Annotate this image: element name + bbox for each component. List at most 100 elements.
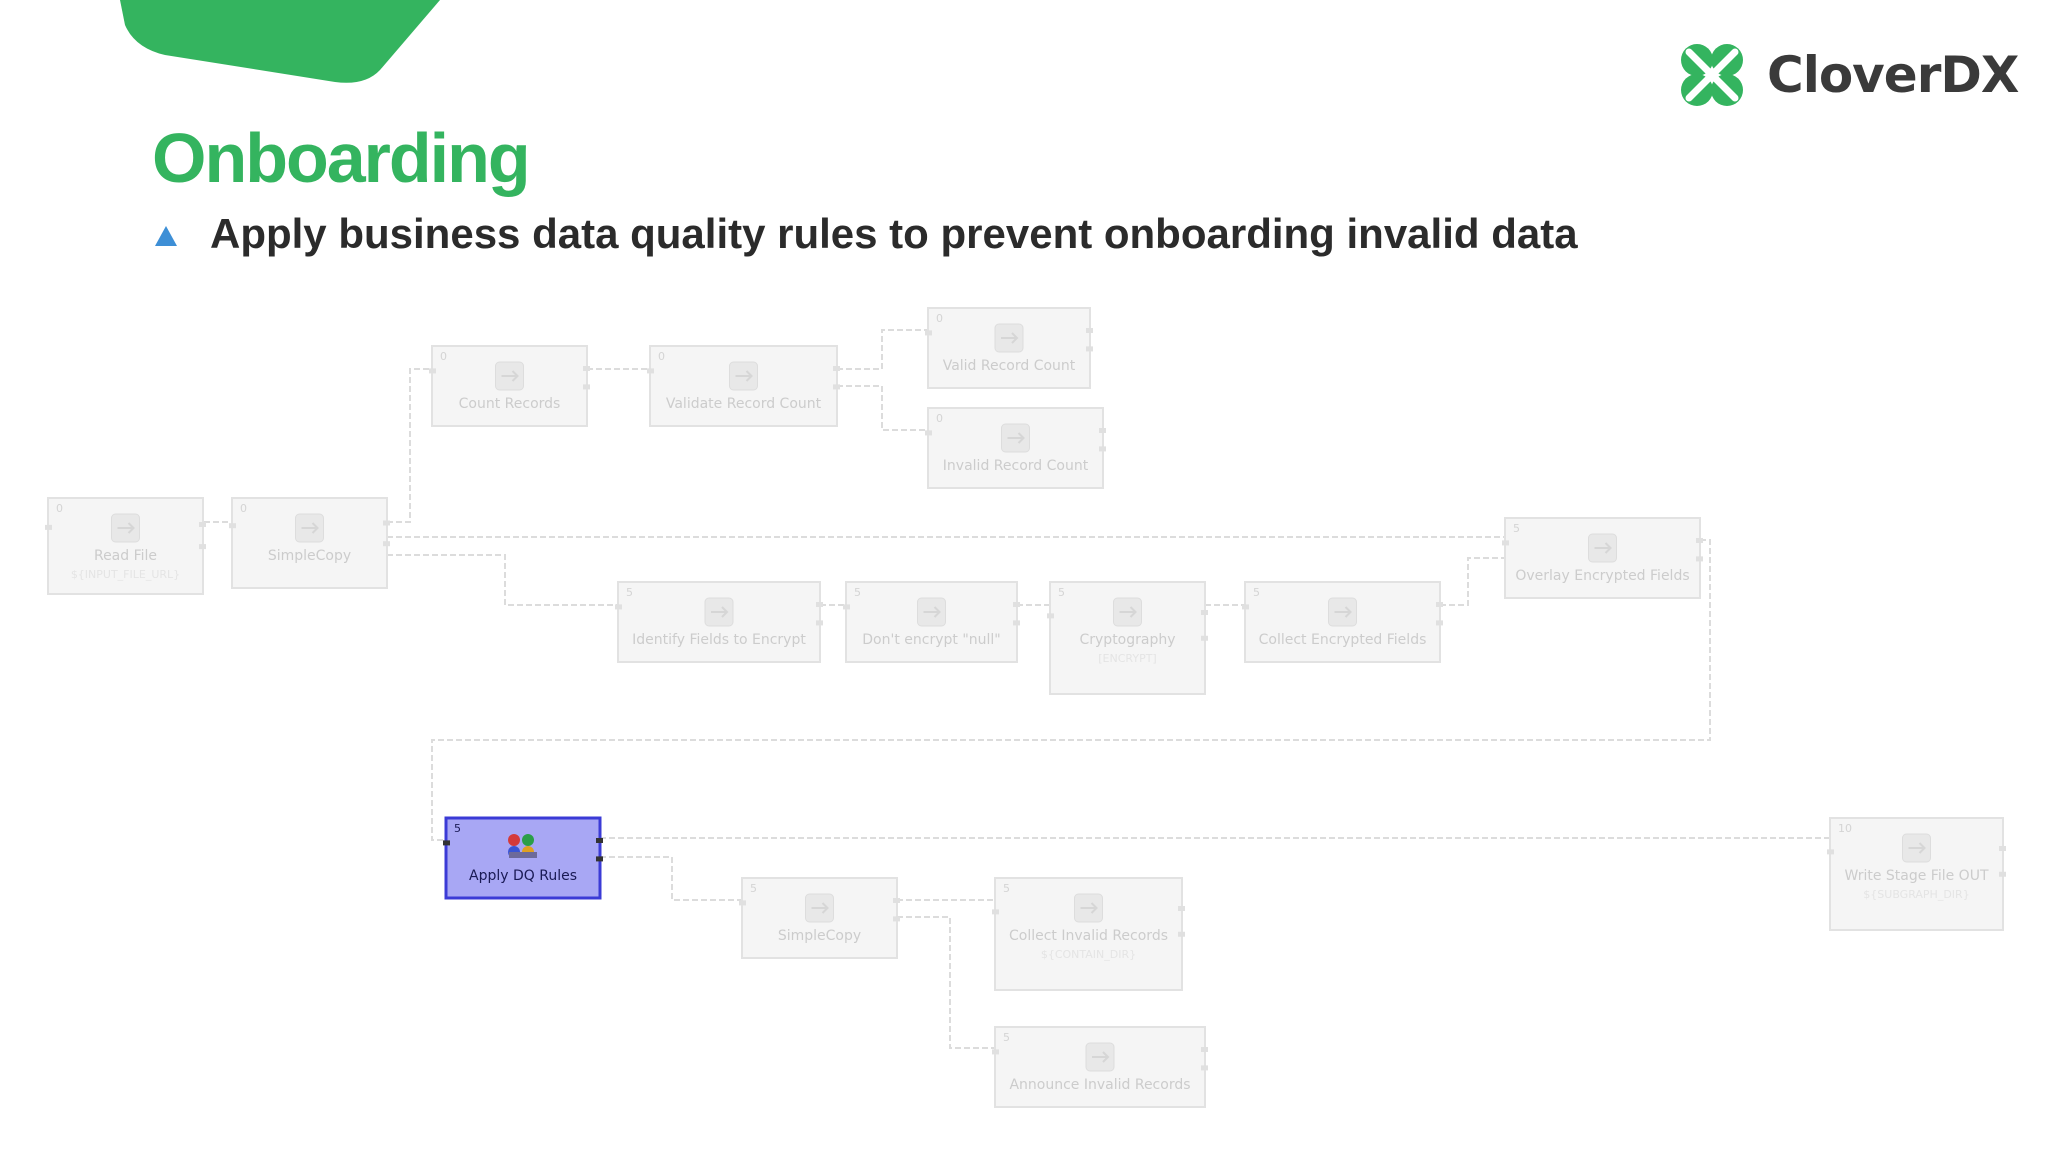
node-port[interactable] bbox=[229, 523, 236, 529]
node-port[interactable] bbox=[429, 368, 436, 374]
node-port[interactable] bbox=[1827, 849, 1834, 855]
node-port[interactable] bbox=[383, 541, 390, 547]
node-label: Validate Record Count bbox=[666, 396, 822, 412]
node-port[interactable] bbox=[383, 520, 390, 526]
node-phase-number: 5 bbox=[1253, 586, 1260, 599]
writer-icon bbox=[1902, 833, 1931, 863]
validator-icon bbox=[729, 361, 758, 391]
node-port[interactable] bbox=[1999, 846, 2006, 851]
node-port[interactable] bbox=[1696, 556, 1703, 562]
node-port[interactable] bbox=[893, 916, 900, 922]
node-port[interactable] bbox=[1099, 446, 1106, 452]
node-port[interactable] bbox=[1502, 540, 1509, 546]
slide-title: Onboarding bbox=[152, 119, 531, 197]
node-port[interactable] bbox=[816, 620, 823, 626]
node-port[interactable] bbox=[1086, 328, 1093, 333]
node-label: Write Stage File OUT bbox=[1844, 868, 1988, 884]
node-port[interactable] bbox=[833, 366, 840, 371]
node-port[interactable] bbox=[1086, 346, 1093, 352]
node-label: Apply DQ Rules bbox=[469, 868, 577, 884]
edges bbox=[204, 329, 1830, 1049]
copy-icon bbox=[295, 513, 324, 543]
node-phase-number: 5 bbox=[854, 586, 861, 599]
node-port[interactable] bbox=[583, 384, 590, 390]
logo-text: CloverDX bbox=[1767, 46, 2019, 104]
green-accent-shape bbox=[120, 0, 440, 83]
node-port[interactable] bbox=[596, 838, 603, 843]
node-port[interactable] bbox=[1013, 602, 1020, 607]
node-port[interactable] bbox=[596, 856, 603, 862]
node-label: Announce Invalid Records bbox=[1009, 1077, 1190, 1093]
node-port[interactable] bbox=[739, 900, 746, 906]
node-port[interactable] bbox=[1696, 538, 1703, 543]
node-port[interactable] bbox=[1013, 620, 1020, 626]
node-port[interactable] bbox=[1178, 931, 1185, 937]
node-phase-number: 0 bbox=[658, 350, 665, 363]
edge bbox=[1440, 557, 1505, 606]
edge bbox=[387, 368, 432, 523]
node-port[interactable] bbox=[992, 909, 999, 915]
node-port[interactable] bbox=[893, 898, 900, 903]
node-label: Cryptography bbox=[1079, 632, 1175, 648]
node-port[interactable] bbox=[1201, 1065, 1208, 1071]
node-port[interactable] bbox=[1436, 602, 1443, 607]
edge bbox=[600, 856, 742, 901]
node-port[interactable] bbox=[833, 384, 840, 390]
node-port[interactable] bbox=[1242, 604, 1249, 610]
node-port[interactable] bbox=[583, 366, 590, 371]
node-port[interactable] bbox=[1178, 906, 1185, 911]
denormalizer-icon bbox=[1328, 597, 1357, 627]
node-port[interactable] bbox=[199, 544, 206, 550]
node-port[interactable] bbox=[615, 604, 622, 610]
node-port[interactable] bbox=[925, 330, 932, 336]
node-sublabel: ${CONTAIN_DIR} bbox=[1041, 948, 1136, 961]
node-port[interactable] bbox=[1201, 1047, 1208, 1052]
node-phase-number: 0 bbox=[936, 412, 943, 425]
node-port[interactable] bbox=[816, 602, 823, 607]
node-port[interactable] bbox=[647, 368, 654, 374]
node-port[interactable] bbox=[1047, 613, 1054, 619]
node-port[interactable] bbox=[199, 522, 206, 527]
file-reader-icon bbox=[111, 513, 140, 543]
node-port[interactable] bbox=[45, 524, 52, 530]
node-port[interactable] bbox=[443, 840, 450, 846]
node-phase-number: 5 bbox=[626, 586, 633, 599]
node-port[interactable] bbox=[1201, 635, 1208, 641]
node-port[interactable] bbox=[925, 430, 932, 436]
node-phase-number: 5 bbox=[1058, 586, 1065, 599]
node-port[interactable] bbox=[843, 604, 850, 610]
slide-subtitle: Apply business data quality rules to pre… bbox=[210, 210, 1578, 257]
node-phase-number: 5 bbox=[454, 822, 461, 835]
node-phase-number: 10 bbox=[1838, 822, 1852, 835]
node-port[interactable] bbox=[992, 1049, 999, 1055]
edge bbox=[897, 916, 995, 1049]
node-port[interactable] bbox=[1999, 871, 2006, 877]
node-label: SimpleCopy bbox=[778, 928, 861, 944]
node-sublabel: ${INPUT_FILE_URL} bbox=[71, 568, 180, 581]
edge bbox=[837, 385, 928, 431]
node-port[interactable] bbox=[1436, 620, 1443, 626]
joiner-icon bbox=[1588, 533, 1617, 563]
node-port[interactable] bbox=[1201, 610, 1208, 615]
node-sublabel: [ENCRYPT] bbox=[1098, 652, 1156, 665]
triangle-bullet-icon bbox=[155, 226, 177, 246]
success-icon bbox=[994, 323, 1024, 353]
node-port[interactable] bbox=[1099, 428, 1106, 433]
